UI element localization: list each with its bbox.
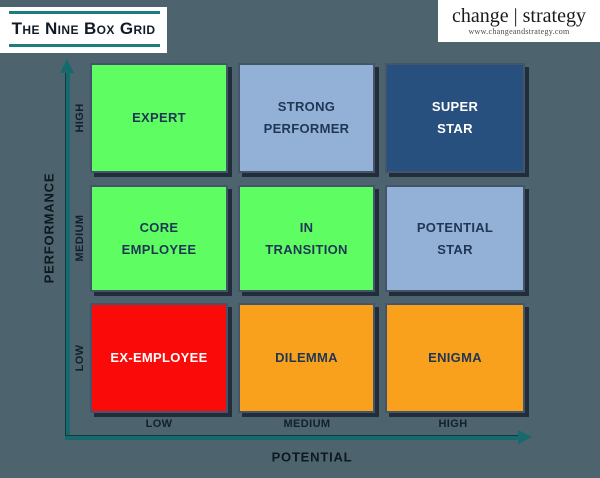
- cell-potential-star: POTENTIAL STAR: [385, 185, 525, 292]
- x-tick-high: HIGH: [438, 418, 468, 430]
- y-axis-arrow-icon: [60, 59, 74, 73]
- y-axis-line: [65, 72, 70, 439]
- cell-expert: EXPERT: [90, 63, 228, 173]
- cell-in-transition: IN TRANSITION: [238, 185, 375, 292]
- y-tick-low: LOW: [74, 344, 86, 372]
- x-tick-medium: MEDIUM: [283, 418, 331, 430]
- y-axis-title: PERFORMANCE: [41, 172, 57, 284]
- cell-core-employee: CORE EMPLOYEE: [90, 185, 228, 292]
- cell-ex-employee: EX-EMPLOYEE: [90, 303, 228, 413]
- cell-enigma: ENIGMA: [385, 303, 525, 413]
- x-axis-title: POTENTIAL: [271, 449, 353, 465]
- x-axis-arrow-icon: [518, 430, 532, 444]
- logo-block: change | strategy www.changeandstrategy.…: [438, 0, 600, 42]
- title-block: The Nine Box Grid: [0, 7, 167, 53]
- title-rule-top: [9, 11, 160, 14]
- y-tick-high: HIGH: [74, 103, 86, 133]
- x-axis-line: [65, 435, 520, 440]
- page-title: The Nine Box Grid: [11, 19, 156, 38]
- logo-brand: change | strategy: [452, 5, 586, 27]
- y-tick-medium: MEDIUM: [74, 214, 86, 262]
- cell-strong-performer: STRONG PERFORMER: [238, 63, 375, 173]
- cell-dilemma: DILEMMA: [238, 303, 375, 413]
- title-rule-bottom: [9, 44, 160, 47]
- x-tick-low: LOW: [145, 418, 173, 430]
- cell-super-star: SUPER STAR: [385, 63, 525, 173]
- logo-url: www.changeandstrategy.com: [468, 27, 570, 36]
